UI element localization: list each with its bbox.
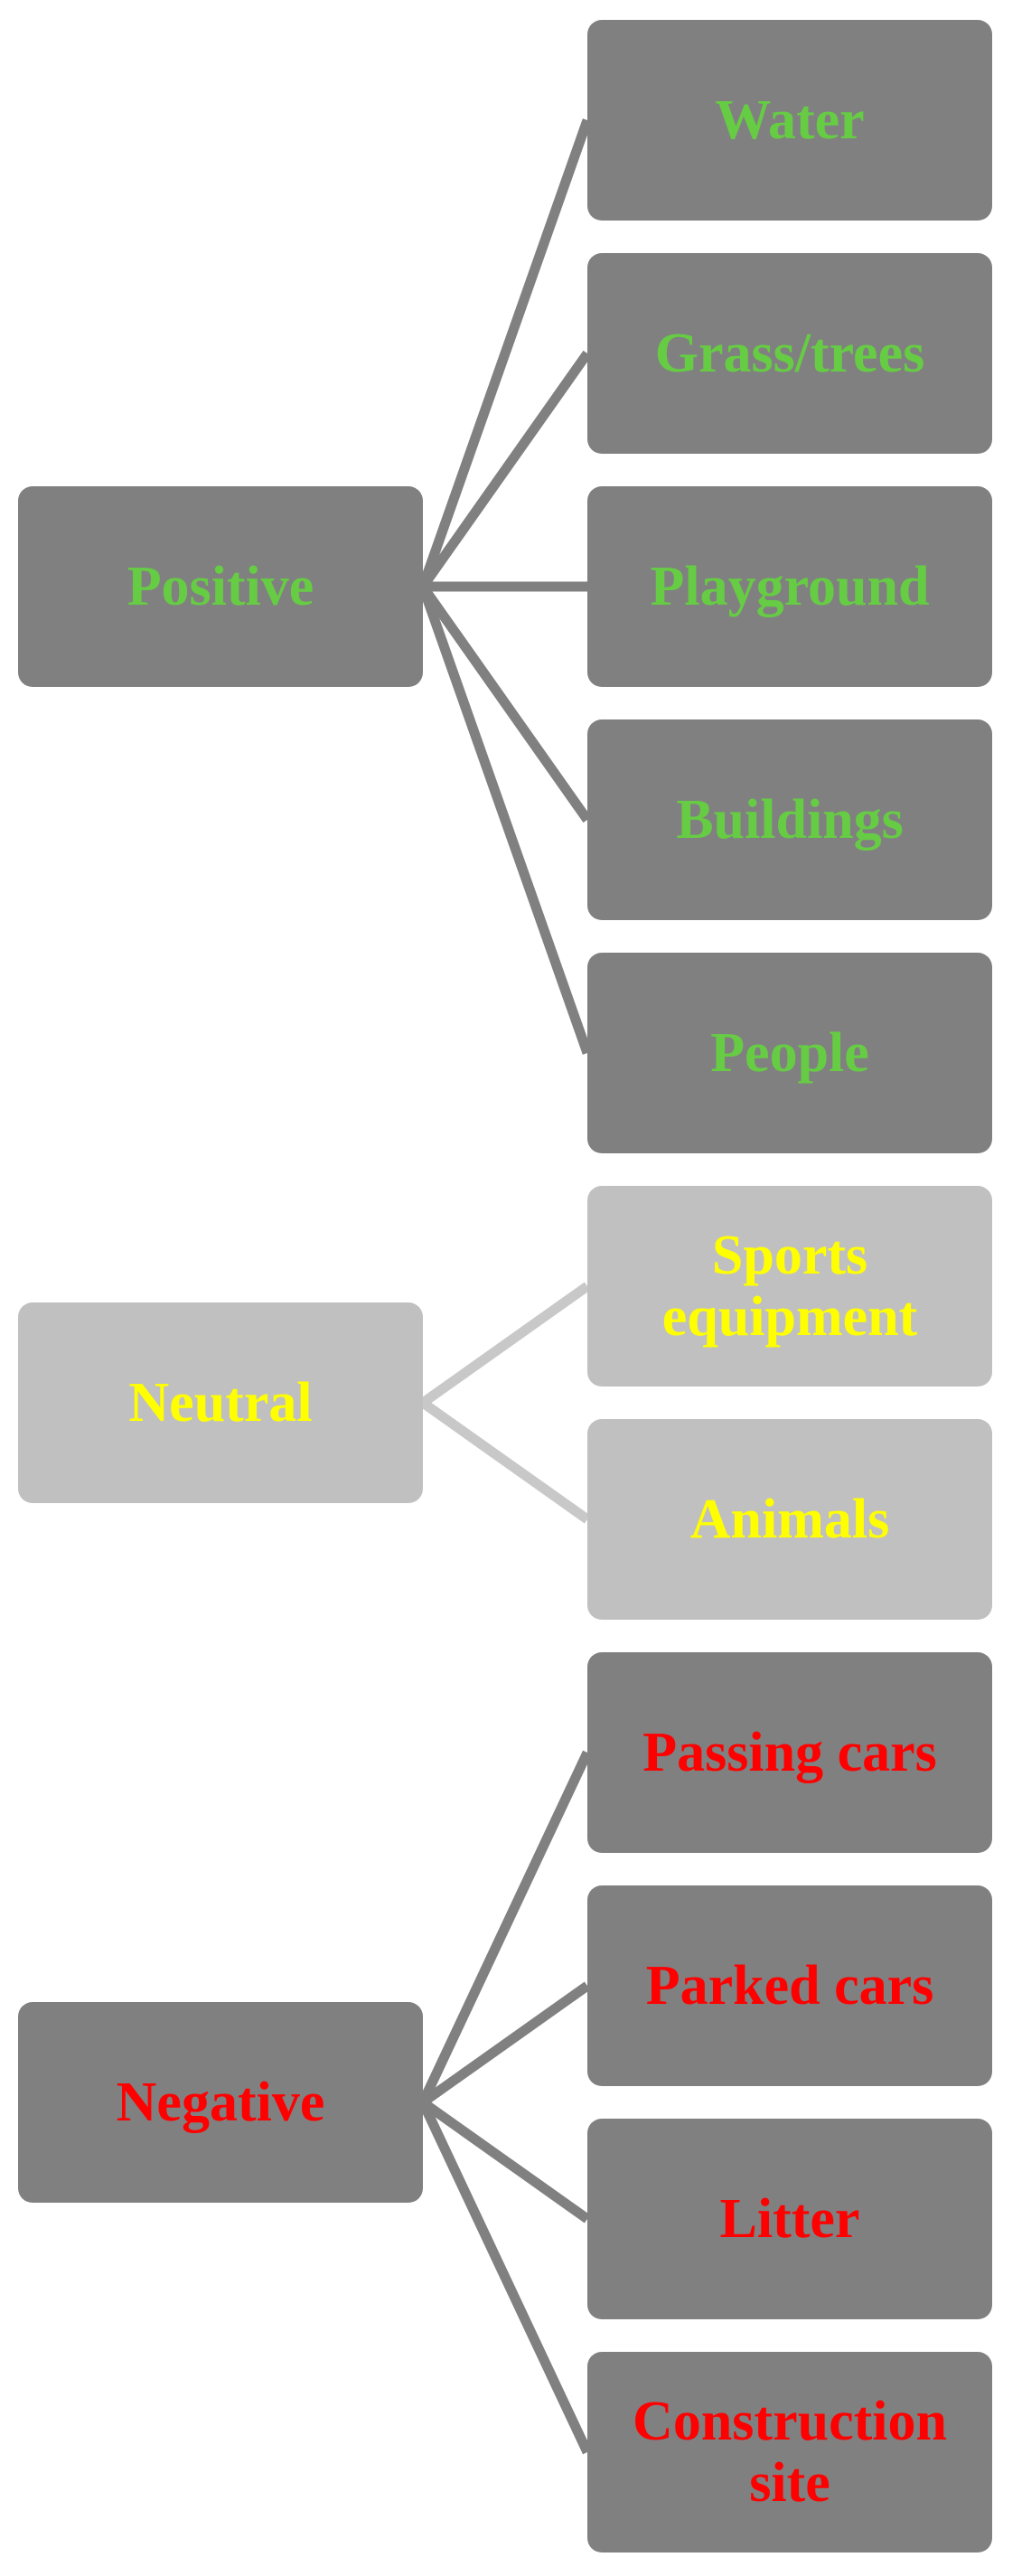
- item-grass-trees-box: Grass/trees: [587, 253, 992, 454]
- item-sports-equipment-label: Sports equipment: [661, 1224, 918, 1348]
- item-sports-equipment-box: Sports equipment: [587, 1186, 992, 1387]
- item-litter-label: Litter: [719, 2187, 860, 2250]
- item-buildings-label: Buildings: [676, 788, 904, 851]
- item-water-label: Water: [715, 89, 865, 151]
- item-passing-cars-label: Passing cars: [642, 1721, 937, 1783]
- connector-neutral-to-sports-equipment: [419, 1282, 591, 1407]
- item-playground-box: Playground: [587, 486, 992, 687]
- item-animals-label: Animals: [689, 1488, 890, 1550]
- item-water-box: Water: [587, 20, 992, 221]
- item-parked-cars-box: Parked cars: [587, 1885, 992, 2086]
- connector-positive-to-grass-trees: [418, 350, 592, 590]
- connector-negative-to-passing-cars: [418, 1750, 592, 2105]
- item-playground-label: Playground: [650, 555, 930, 617]
- group-positive-label: Positive: [127, 555, 314, 617]
- item-construction-site-label: Construction site: [633, 2390, 947, 2514]
- item-grass-trees-label: Grass/trees: [654, 322, 925, 384]
- connector-positive-to-water: [417, 118, 593, 588]
- group-negative-box: Negative: [18, 2002, 423, 2203]
- connector-negative-to-parked-cars: [419, 1981, 591, 2107]
- item-litter-box: Litter: [587, 2119, 992, 2319]
- connector-negative-to-litter: [419, 2098, 591, 2223]
- item-people-label: People: [710, 1021, 869, 1084]
- group-negative-label: Negative: [116, 2071, 325, 2133]
- item-people-box: People: [587, 953, 992, 1153]
- connector-positive-to-buildings: [418, 583, 592, 823]
- connector-positive-to-people: [417, 585, 593, 1055]
- connector-neutral-to-animals: [419, 1398, 591, 1524]
- connector-negative-to-construction-site: [418, 2100, 592, 2455]
- group-neutral-label: Neutral: [128, 1371, 313, 1434]
- group-positive-box: Positive: [18, 486, 423, 687]
- item-passing-cars-box: Passing cars: [587, 1652, 992, 1853]
- item-construction-site-box: Construction site: [587, 2352, 992, 2552]
- item-parked-cars-label: Parked cars: [645, 1954, 934, 2017]
- group-neutral-box: Neutral: [18, 1302, 423, 1503]
- item-buildings-box: Buildings: [587, 719, 992, 920]
- item-animals-box: Animals: [587, 1419, 992, 1620]
